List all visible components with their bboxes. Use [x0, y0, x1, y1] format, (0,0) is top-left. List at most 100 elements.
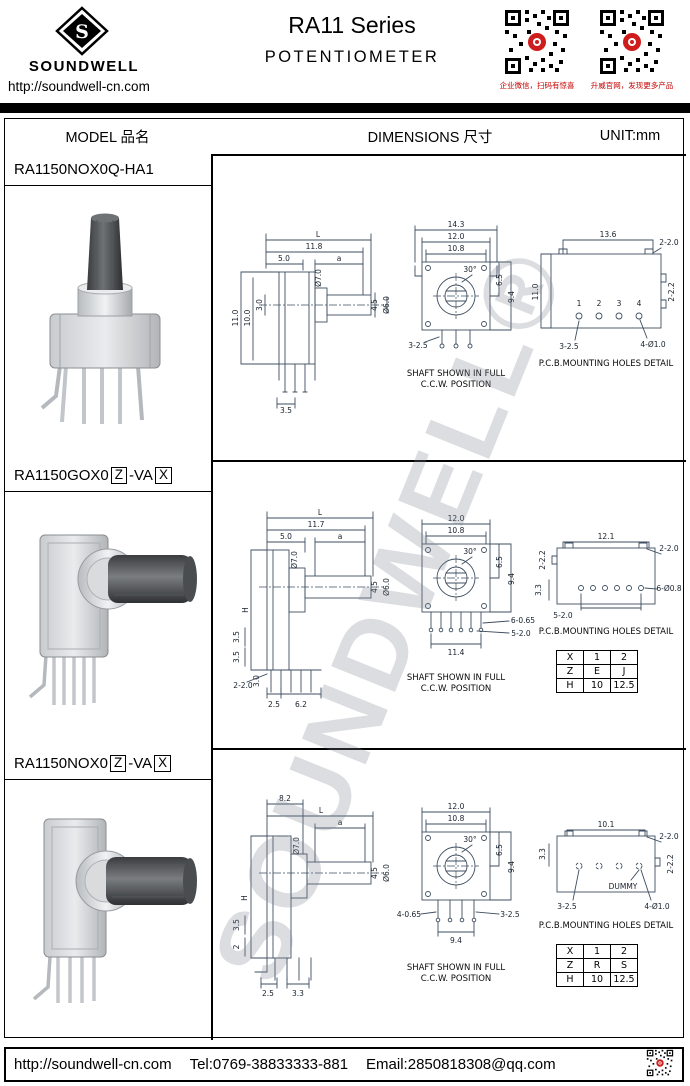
doc-title-series: RA11 Series [288, 12, 416, 38]
footer-url[interactable]: http://soundwell-cn.com [14, 1056, 172, 1073]
dim-label: 9.4 [507, 291, 516, 303]
footer-email[interactable]: Email:2850818308@qq.com [366, 1056, 556, 1073]
dim-label: 4.5 [370, 581, 379, 593]
dim-label: 3.3 [292, 989, 304, 998]
dim-label: 6.2 [295, 700, 307, 709]
dim-label: 10.1 [598, 820, 615, 829]
dim-label: 6-Ø0.8 [656, 584, 682, 593]
logo-letter: S [75, 21, 89, 43]
dim-label: a [337, 254, 342, 263]
dim-label: Ø6.0 [382, 296, 391, 314]
qr-code-wechat [503, 8, 571, 76]
dim-label: 3-2.5 [557, 902, 577, 911]
footer-qr-code [646, 1048, 674, 1077]
dim-label: 6.5 [495, 556, 504, 568]
variant-cell: H [556, 972, 584, 987]
dim-label: L [319, 806, 324, 815]
variant-cell: S [610, 958, 638, 973]
dim-label: 10.8 [448, 526, 465, 535]
company-url[interactable]: http://soundwell-cn.com [8, 79, 150, 94]
dim-label: Ø6.0 [382, 864, 391, 882]
dim-label: 2-2.0 [659, 544, 679, 553]
model-code-z: Z [109, 755, 127, 772]
dim-label: 9.4 [450, 936, 462, 945]
dim-label: L [318, 508, 323, 517]
dim-label: L [316, 230, 321, 239]
dim-label: 9.4 [507, 861, 516, 873]
dim-label: 5.0 [280, 532, 292, 541]
model-code-x: X [154, 467, 172, 484]
dim-label: Ø7.0 [314, 269, 323, 287]
variant-cell: 12.5 [610, 678, 638, 693]
dim-label: 2-2.2 [538, 550, 547, 570]
company-name: SOUNDWELL [28, 58, 140, 75]
qr-code-website [598, 8, 666, 76]
dim-label: 3-2.5 [500, 910, 520, 919]
dimension-drawing-row3: 8.2 L a Ø7.0 4.5 Ø6.0 H 3.5 2 3.3 2.5 [232, 794, 679, 998]
dim-label: 11.4 [448, 648, 465, 657]
spec-table-border [4, 118, 684, 1038]
dim-label: 6-0.65 [511, 616, 535, 625]
product-photo-row2 [28, 534, 197, 705]
footer-bar: http://soundwell-cn.com Tel:0769-3883333… [4, 1047, 684, 1082]
pin-number: 1 [577, 299, 582, 308]
variant-cell: 2 [610, 650, 638, 665]
dim-label: 2-2.0 [659, 832, 679, 841]
dim-label: 2 [232, 944, 241, 949]
drawing-caption: SHAFT SHOWN IN FULL [407, 963, 506, 973]
drawing-caption: C.C.W. POSITION [421, 974, 492, 984]
dim-label: 3-2.5 [559, 342, 579, 351]
dim-label: 3.0 [252, 675, 261, 687]
dim-label: 30° [463, 835, 477, 844]
variant-cell: Z [556, 664, 584, 679]
dim-label: 4-Ø1.0 [644, 902, 670, 911]
dim-label: 10.0 [243, 309, 252, 326]
drawing-caption: C.C.W. POSITION [421, 684, 492, 694]
dim-label: 5.0 [278, 254, 290, 263]
dim-label: 12.1 [598, 532, 615, 541]
drawing-caption: C.C.W. POSITION [421, 380, 492, 390]
variant-cell: 12.5 [610, 972, 638, 987]
dim-label: 12.0 [448, 802, 465, 811]
variant-cell: Z [556, 958, 584, 973]
model-text: -VA [129, 467, 153, 484]
dim-label: 3.5 [232, 631, 241, 643]
variant-cell: J [610, 664, 638, 679]
dim-label: a [338, 818, 343, 827]
dim-label: 6.5 [495, 844, 504, 856]
side-view: L 11.8 5.0 a 11.0 10.0 3.0 Ø7.0 4.5 Ø6.0… [231, 230, 391, 415]
dim-label: 3-2.5 [408, 341, 428, 350]
potentiometer-vertical [40, 213, 161, 424]
dim-label: 4-Ø1.0 [640, 340, 666, 349]
variant-cell: R [583, 958, 611, 973]
drawing-caption: SHAFT SHOWN IN FULL [407, 369, 506, 379]
dim-label: Ø7.0 [290, 551, 299, 569]
divider-bar [0, 103, 690, 113]
dim-label: 13.6 [600, 230, 617, 239]
dim-label: 2-2.0 [233, 681, 253, 690]
model-name-row1: RA1150NOX0Q-HA1 [5, 154, 211, 186]
side-view: 8.2 L a Ø7.0 4.5 Ø6.0 H 3.5 2 3.3 2.5 [232, 794, 391, 998]
col-header-dimensions: DIMENSIONS 尺寸 [367, 129, 493, 146]
doc-title-product: POTENTIOMETER [264, 48, 440, 66]
dim-label: 5-2.0 [553, 611, 573, 620]
grid-line [4, 460, 686, 462]
dim-label: 3.0 [255, 299, 264, 311]
pin-number: 2 [597, 299, 602, 308]
variant-cell: 2 [610, 944, 638, 959]
front-view: 12.0 10.8 30° 6.5 9.4 4-0.65 9.4 3-2.5 S… [397, 802, 520, 984]
dim-label: 5-2.0 [511, 629, 531, 638]
dim-label: 11.7 [308, 520, 325, 529]
drawing-caption: P.C.B.MOUNTING HOLES DETAIL [539, 921, 674, 931]
model-text: RA1150NOX0 [14, 755, 108, 772]
pcb-detail: 12.1 2-2.0 2-2.2 3.3 6-Ø0.8 5-2.0 P.C.B.… [534, 532, 682, 637]
dim-label: 12.0 [448, 514, 465, 523]
pcb-detail: 13.6 2-2.0 11.0 2-2.2 1 2 3 4 3-2.5 4-Ø1… [531, 230, 679, 369]
dimension-drawing-row2: L 11.7 5.0 a Ø7.0 4.5 Ø6.0 H 3.5 3.5 2-2… [232, 508, 682, 709]
variant-cell: E [583, 664, 611, 679]
grid-line [211, 154, 213, 1040]
dim-label: 4.5 [370, 299, 379, 311]
dim-label: H [241, 607, 250, 613]
